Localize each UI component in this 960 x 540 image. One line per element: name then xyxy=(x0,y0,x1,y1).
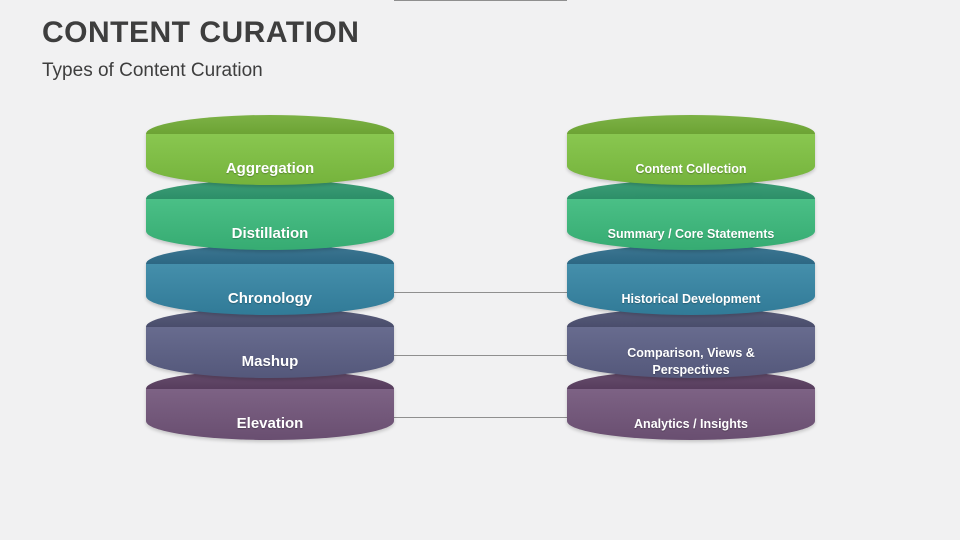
type-label: Elevation xyxy=(236,414,304,432)
type-disk: Distillation xyxy=(146,180,394,250)
disk-body-surface xyxy=(146,327,394,378)
connector-line xyxy=(394,355,567,356)
description-disk: Historical Development xyxy=(567,245,815,315)
type-label: Aggregation xyxy=(225,159,315,177)
connector-line xyxy=(394,417,567,418)
description-label: Historical Development xyxy=(621,291,761,306)
type-label: Chronology xyxy=(227,289,313,307)
description-disk: Summary / Core Statements xyxy=(567,180,815,250)
slide-subtitle: Types of Content Curation xyxy=(42,60,263,81)
disk-body-surface xyxy=(567,199,815,250)
description-label: Comparison, Views & Perspectives xyxy=(627,346,755,377)
description-disk: Analytics / Insights xyxy=(567,370,815,440)
description-label: Content Collection xyxy=(635,161,747,176)
type-disk: Mashup xyxy=(146,308,394,378)
type-label: Mashup xyxy=(241,352,299,370)
disk-body-surface xyxy=(567,327,815,378)
type-disk: Chronology xyxy=(146,245,394,315)
slide-title: CONTENT CURATION xyxy=(42,16,360,49)
connector-line xyxy=(394,292,567,293)
curation-descriptions-stack: Content Collection Summary / Core Statem… xyxy=(567,115,815,455)
disk-body-surface xyxy=(567,134,815,185)
connector-line xyxy=(394,0,567,1)
disk-body-surface xyxy=(567,389,815,440)
description-label: Analytics / Insights xyxy=(634,416,748,431)
description-label: Summary / Core Statements xyxy=(607,226,775,241)
description-disk: Content Collection xyxy=(567,115,815,185)
description-disk: Comparison, Views & Perspectives xyxy=(567,308,815,378)
type-label: Distillation xyxy=(231,224,309,242)
disk-body-surface xyxy=(146,264,394,315)
type-disk: Aggregation xyxy=(146,115,394,185)
type-disk: Elevation xyxy=(146,370,394,440)
disk-body-surface xyxy=(146,134,394,185)
disk-body-surface xyxy=(146,389,394,440)
disk-body-surface xyxy=(567,264,815,315)
disk-body-surface xyxy=(146,199,394,250)
curation-types-stack: Aggregation Distillation Chronology Mash… xyxy=(146,115,394,455)
